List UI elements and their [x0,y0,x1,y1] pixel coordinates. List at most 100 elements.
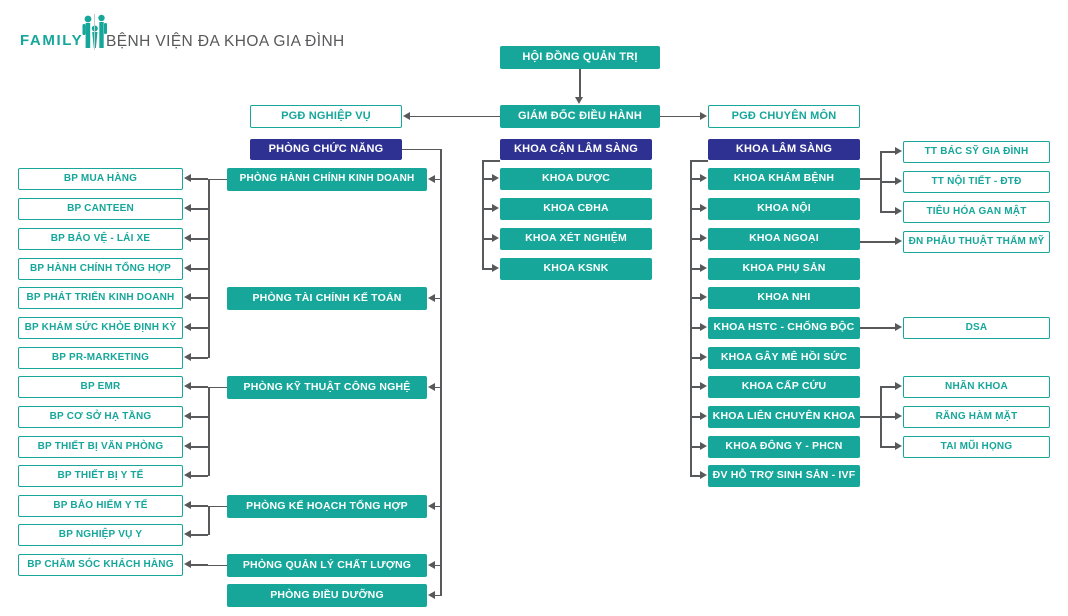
arrow-bus-branch [492,174,499,183]
node-khoa-lien-chuyen-khoa[interactable]: KHOA LIÊN CHUYÊN KHOA [708,406,860,428]
node-label: GIÁM ĐỐC ĐIỀU HÀNH [518,109,642,122]
logo-hospital-name: BỆNH VIỆN ĐA KHOA GIA ĐÌNH [106,33,345,50]
connector-bus-branch [482,238,492,240]
node-bp-canteen[interactable]: BP CANTEEN [18,198,183,220]
node-phong-hanh-chinh-kinh-doanh[interactable]: PHÒNG HÀNH CHÍNH KINH DOANH [227,168,427,191]
node-phong-chuc-nang[interactable]: PHÒNG CHỨC NĂNG [250,139,402,160]
company-logo: FAMILY BỆNH VIỆN ĐA KHOA GIA ĐÌNH [20,8,440,54]
node-bp-thiet-bi-van-phong[interactable]: BP THIẾT BỊ VĂN PHÒNG [18,436,183,458]
connector-bus-vertical [208,178,210,358]
arrow-bus-branch [184,530,191,539]
arrow-bus-branch [184,560,191,569]
connector-bus-branch [191,446,208,448]
connector-functional-branch [435,564,440,567]
connector-bus-branch [191,475,208,477]
node-label: KHOA DƯỢC [541,172,611,185]
node-khoa-hstc-chong-doc[interactable]: KHOA HSTC - CHỐNG ĐỘC [708,317,860,339]
connector-bus-branch [690,178,700,180]
node-khoa-xet-nghiem[interactable]: KHOA XÉT NGHIỆM [500,228,652,250]
arrow-bus-branch [184,234,191,243]
node-label: KHOA LIÊN CHUYÊN KHOA [712,410,856,423]
connector-bus-branch [690,386,700,388]
node-khoa-gay-me-hoi-suc[interactable]: KHOA GÂY MÊ HỒI SỨC [708,347,860,369]
node-label: KHOA NHI [757,291,811,304]
arrow-center-branch [895,382,902,391]
connector-bus-parent-stub [208,564,227,567]
node-phong-ky-thuat-cong-nghe[interactable]: PHÒNG KỸ THUẬT CÔNG NGHỆ [227,376,427,399]
node-pgd-chuyen-mon[interactable]: PGĐ CHUYÊN MÔN [708,105,860,128]
connector-bus-branch [191,178,208,180]
node-label: KHOA PHỤ SẢN [742,262,826,275]
arrow-ceo-to-deputy-ops [403,111,410,120]
node-khoa-dong-y-phcn[interactable]: KHOA ĐÔNG Y - PHCN [708,436,860,458]
node-giam-doc-dieu-hanh[interactable]: GIÁM ĐỐC ĐIỀU HÀNH [500,105,660,128]
connector-center-branch [880,181,895,183]
node-tt-bac-sy-gia-dinh[interactable]: TT BÁC SỸ GIA ĐÌNH [903,141,1050,163]
node-label: PGĐ CHUYÊN MÔN [731,109,837,122]
node-label: KHOA NỘI [757,202,811,215]
arrow-functional-branch [428,501,435,510]
node-bp-mua-hang[interactable]: BP MUA HÀNG [18,168,183,190]
node-dn-phau-thuat-tham-my[interactable]: ĐN PHẪU THUẬT THẨM MỸ [903,231,1050,253]
arrow-bus-branch [184,471,191,480]
node-nhan-khoa[interactable]: NHÃN KHOA [903,376,1050,398]
arrow-bus-branch [700,264,707,273]
node-bp-hanh-chinh-tong-hop[interactable]: BP HÀNH CHÍNH TỔNG HỢP [18,258,183,280]
node-label: KHOA XÉT NGHIỆM [525,232,627,245]
node-khoa-cdha[interactable]: KHOA CĐHA [500,198,652,220]
node-bp-thiet-bi-y-te[interactable]: BP THIẾT BỊ Y TẾ [18,465,183,487]
node-bp-kham-suc-khoe-dinh-ky[interactable]: BP KHÁM SỨC KHỎE ĐỊNH KỲ [18,317,183,339]
arrow-bus-branch [700,442,707,451]
node-label: ĐV HỖ TRỢ SINH SẢN - IVF [712,469,856,482]
node-phong-dieu-duong[interactable]: PHÒNG ĐIỀU DƯỠNG [227,584,427,607]
arrow-bus-branch [492,264,499,273]
node-label: HỘI ĐỒNG QUẢN TRỊ [522,50,638,63]
node-khoa-ksnk[interactable]: KHOA KSNK [500,258,652,280]
node-bp-bao-hiem-y-te[interactable]: BP BẢO HIỂM Y TẾ [18,495,183,517]
node-khoa-nhi[interactable]: KHOA NHI [708,287,860,309]
node-bp-co-so-ha-tang[interactable]: BP CƠ SỞ HẠ TẦNG [18,406,183,428]
node-khoa-duoc[interactable]: KHOA DƯỢC [500,168,652,190]
node-bp-phat-trien-kinh-doanh[interactable]: BP PHÁT TRIỂN KINH DOANH [18,287,183,309]
node-bp-bao-ve-lai-xe[interactable]: BP BẢO VỆ - LÁI XE [18,228,183,250]
connector-bus-branch [191,386,208,388]
node-label: KHOA CẬN LÂM SÀNG [514,142,638,155]
arrow-ceo-to-deputy-prof [700,111,707,120]
node-tieu-hoa-gan-mat[interactable]: TIÊU HÓA GAN MẬT [903,201,1050,223]
node-bp-emr[interactable]: BP EMR [18,376,183,398]
arrow-bus-branch [700,234,707,243]
arrow-functional-branch [428,590,435,599]
arrow-bus-branch [184,323,191,332]
node-phong-ke-hoach-tong-hop[interactable]: PHÒNG KẾ HOẠCH TỔNG HỢP [227,495,427,518]
node-khoa-can-lam-sang[interactable]: KHOA CẬN LÂM SÀNG [500,139,652,160]
node-tt-noi-tiet-dtd[interactable]: TT NỘI TIẾT - ĐTĐ [903,171,1050,193]
node-label: PHÒNG KỸ THUẬT CÔNG NGHỆ [243,380,411,393]
node-khoa-cap-cuu[interactable]: KHOA CẤP CỨU [708,376,860,398]
node-rang-ham-mat[interactable]: RĂNG HÀM MẶT [903,406,1050,428]
node-pgd-nghiep-vu[interactable]: PGĐ NGHIỆP VỤ [250,105,402,128]
node-phong-quan-ly-chat-luong[interactable]: PHÒNG QUẢN LÝ CHẤT LƯỢNG [227,554,427,577]
node-khoa-kham-benh[interactable]: KHOA KHÁM BỆNH [708,168,860,190]
node-label: TT NỘI TIẾT - ĐTĐ [931,175,1022,187]
node-hoi-dong-quan-tri[interactable]: HỘI ĐỒNG QUẢN TRỊ [500,46,660,69]
node-bp-nghiep-vu-y[interactable]: BP NGHIỆP VỤ Y [18,524,183,546]
connector-functional-branch [435,386,440,389]
node-dsa[interactable]: DSA [903,317,1050,339]
node-tai-mui-hong[interactable]: TAI MŨI HỌNG [903,436,1050,458]
node-khoa-ngoai[interactable]: KHOA NGOẠI [708,228,860,250]
node-dv-ho-tro-sinh-san-ivf[interactable]: ĐV HỖ TRỢ SINH SẢN - IVF [708,465,860,487]
arrow-bus-branch [700,323,707,332]
node-khoa-phu-san[interactable]: KHOA PHỤ SẢN [708,258,860,280]
connector-bus-branch [191,208,208,210]
node-bp-cham-soc-khach-hang[interactable]: BP CHĂM SÓC KHÁCH HÀNG [18,554,183,576]
node-label: BP BẢO HIỂM Y TẾ [53,499,148,511]
connector-ceo-to-deputy-ops [410,115,500,118]
node-phong-tai-chinh-ke-toan[interactable]: PHÒNG TÀI CHÍNH KẾ TOÁN [227,287,427,310]
arrow-bus-branch [184,353,191,362]
node-khoa-noi[interactable]: KHOA NỘI [708,198,860,220]
node-bp-pr-marketing[interactable]: BP PR-MARKETING [18,347,183,369]
arrow-bus-branch [184,442,191,451]
node-khoa-lam-sang[interactable]: KHOA LÂM SÀNG [708,139,860,160]
node-label: TIÊU HÓA GAN MẬT [926,205,1027,217]
arrow-center-branch [895,412,902,421]
